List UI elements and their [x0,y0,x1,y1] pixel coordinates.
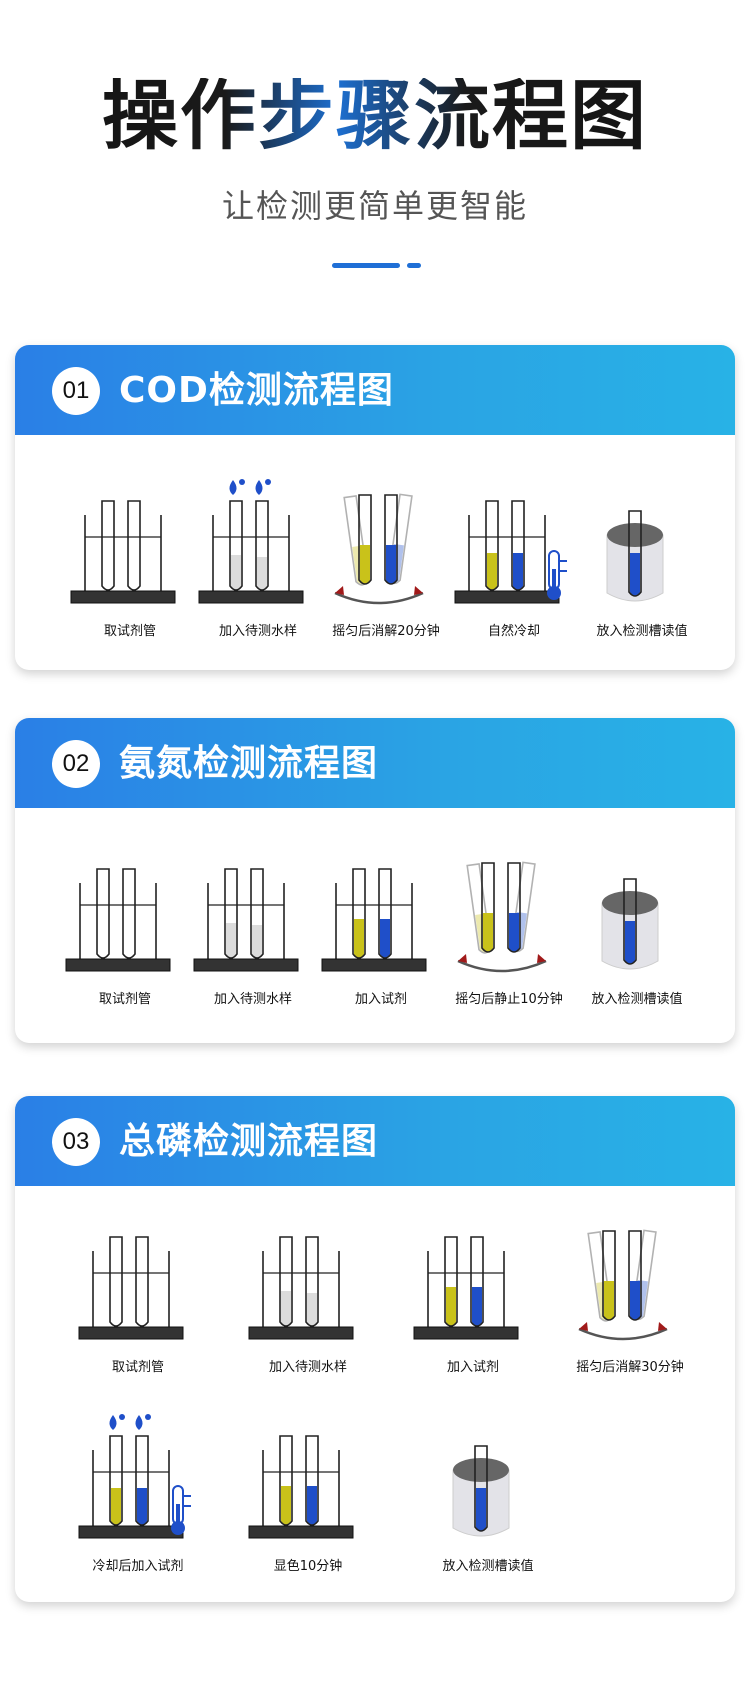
step-take-reagent-tube: 取试剂管 [73,1211,203,1381]
step-label: 摇匀后静止10分钟 [455,992,563,1007]
page-title: 操作步骤流程图 [0,78,750,154]
step-shake-digest: 摇匀后消解20分钟 [321,475,451,645]
section-number-badge: 02 [52,740,100,788]
title-underline-short [407,263,421,268]
step-read-value: 放入检测槽读值 [423,1410,553,1580]
card-header: 03 总磷检测流程图 [15,1096,735,1186]
detection-cell-icon [601,878,659,970]
cooling-thermometer-icon [78,1414,191,1539]
step-label: 加入待测水样 [213,992,292,1007]
step-read-value: 放入检测槽读值 [572,843,702,1013]
title-underline-long [332,263,400,268]
step-add-water-sample: 加入待测水样 [188,843,318,1013]
step-label: 放入检测槽读值 [591,992,683,1007]
step-label: 摇匀后消解20分钟 [332,624,440,639]
step-add-reagent: 加入试剂 [316,843,446,1013]
shake-tubes-icon [578,1229,668,1341]
step-label: 加入待测水样 [218,624,297,639]
step-take-reagent-tube: 取试剂管 [65,475,195,645]
empty-tubes-rack-icon [70,500,176,604]
empty-tubes-rack-icon [65,868,171,972]
step-label: 显色10分钟 [273,1559,343,1574]
step-color-develop: 显色10分钟 [243,1410,373,1580]
step-label: 放入检测槽读值 [596,624,688,639]
step-label: 摇匀后消解30分钟 [576,1360,684,1375]
step-natural-cooling: 自然冷却 [449,475,579,645]
step-take-reagent-tube: 取试剂管 [60,843,190,1013]
step-label: 加入待测水样 [268,1360,347,1375]
reagent-tubes-rack-icon [413,1236,519,1340]
step-label: 自然冷却 [487,624,540,639]
empty-tubes-rack-icon [78,1236,184,1340]
step-label: 放入检测槽读值 [442,1559,534,1574]
shake-tubes-icon [334,493,424,605]
sample-tubes-rack-icon [193,868,299,972]
phosphorus-process-card: 03 总磷检测流程图 取试剂管 加入待测水样 加入试剂 摇匀后消解30分钟 冷却… [15,1096,735,1602]
step-add-reagent: 加入试剂 [408,1211,538,1381]
detection-cell-icon [452,1445,510,1537]
step-label: 加入试剂 [446,1360,499,1375]
page-subtitle: 让检测更简单更智能 [221,187,528,225]
detection-cell-icon [606,510,664,602]
cooling-thermometer-icon [454,500,567,604]
section-number-badge: 01 [52,367,100,415]
step-cool-add-reagent: 冷却后加入试剂 [73,1410,203,1580]
reagent-tubes-rack-icon [321,868,427,972]
section-title: 总磷检测流程图 [119,1121,379,1162]
page-header: 操作步骤流程图 让检测更简单更智能 [0,0,750,300]
section-title: 氨氮检测流程图 [119,743,379,784]
reagent-tubes-rack-icon [248,1435,354,1539]
step-shake-digest: 摇匀后消解30分钟 [565,1211,695,1381]
card-header: 01 COD检测流程图 [15,345,735,435]
sample-tubes-rack-icon [248,1236,354,1340]
ammonia-process-card: 02 氨氮检测流程图 取试剂管 加入待测水样 加入试剂 摇匀后静止10分钟 放入… [15,718,735,1043]
step-label: 加入试剂 [354,992,407,1007]
card-header: 02 氨氮检测流程图 [15,718,735,808]
step-label: 取试剂管 [103,624,156,639]
shake-tubes-icon [457,861,547,973]
step-read-value: 放入检测槽读值 [577,475,707,645]
step-add-water-sample: 加入待测水样 [193,475,323,645]
section-title: COD检测流程图 [119,370,394,411]
step-label: 取试剂管 [98,992,151,1007]
water-drops-tubes-icon [198,479,304,604]
step-add-water-sample: 加入待测水样 [243,1211,373,1381]
step-label: 取试剂管 [111,1360,164,1375]
step-label: 冷却后加入试剂 [92,1559,184,1574]
step-shake-rest: 摇匀后静止10分钟 [444,843,574,1013]
section-number-badge: 03 [52,1118,100,1166]
cod-process-card: 01 COD检测流程图 取试剂管 加入待测水样 摇匀后消解20分钟 自然冷却 放… [15,345,735,670]
